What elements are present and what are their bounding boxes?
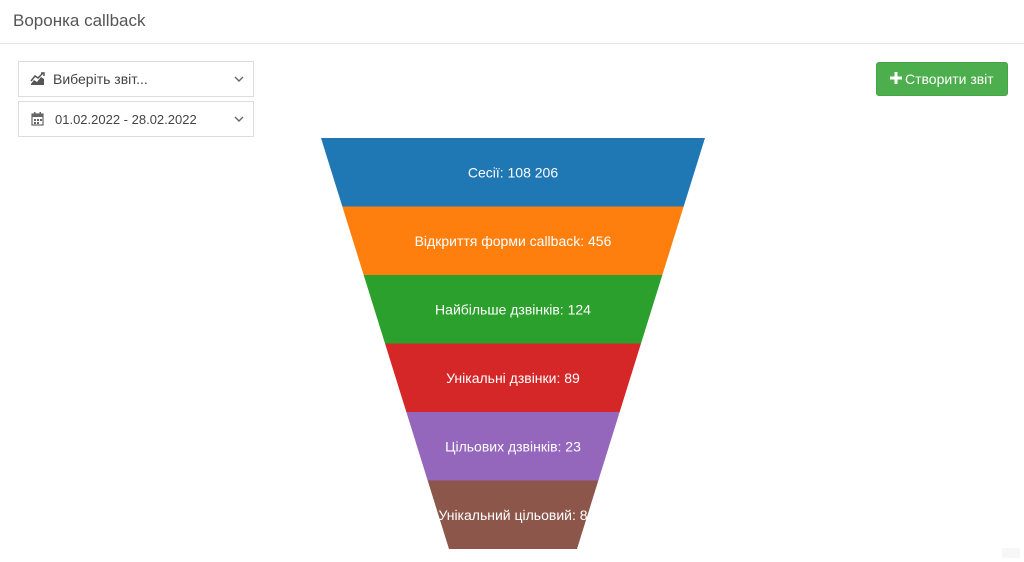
calendar-icon [31, 112, 44, 126]
funnel-segment-label: Найбільше дзвінків: 124 [435, 301, 591, 317]
funnel-segment [342, 206, 684, 275]
create-report-label: Створити звіт [905, 71, 994, 87]
funnel-segment [406, 412, 620, 481]
page-header: Воронка callback [0, 0, 1024, 44]
date-range-value: 01.02.2022 - 28.02.2022 [55, 112, 197, 127]
funnel-segment [385, 343, 641, 412]
funnel-segment-label: Відкриття форми callback: 456 [415, 233, 612, 249]
create-report-button[interactable]: Створити звіт [876, 62, 1008, 96]
report-select-placeholder: Виберіть звіт... [53, 71, 148, 87]
date-range-select[interactable]: 01.02.2022 - 28.02.2022 [18, 101, 254, 137]
chevron-down-icon [234, 116, 244, 122]
corner-decoration [1002, 548, 1020, 558]
area-chart-icon [30, 72, 45, 85]
report-select[interactable]: Виберіть звіт... [18, 61, 254, 97]
funnel-segment [427, 480, 599, 549]
page-title: Воронка callback [13, 11, 146, 30]
funnel-segment-label: Цільових дзвінків: 23 [445, 438, 581, 454]
plus-icon [890, 72, 902, 84]
funnel-segment-label: Сесії: 108 206 [468, 164, 558, 180]
funnel-segment [321, 138, 705, 207]
funnel-segment-label: Унікальний цільовий: 8 [438, 507, 587, 523]
funnel-segment-label: Унікальні дзвінки: 89 [446, 370, 580, 386]
chevron-down-icon [234, 76, 244, 82]
funnel-segment [363, 275, 663, 344]
